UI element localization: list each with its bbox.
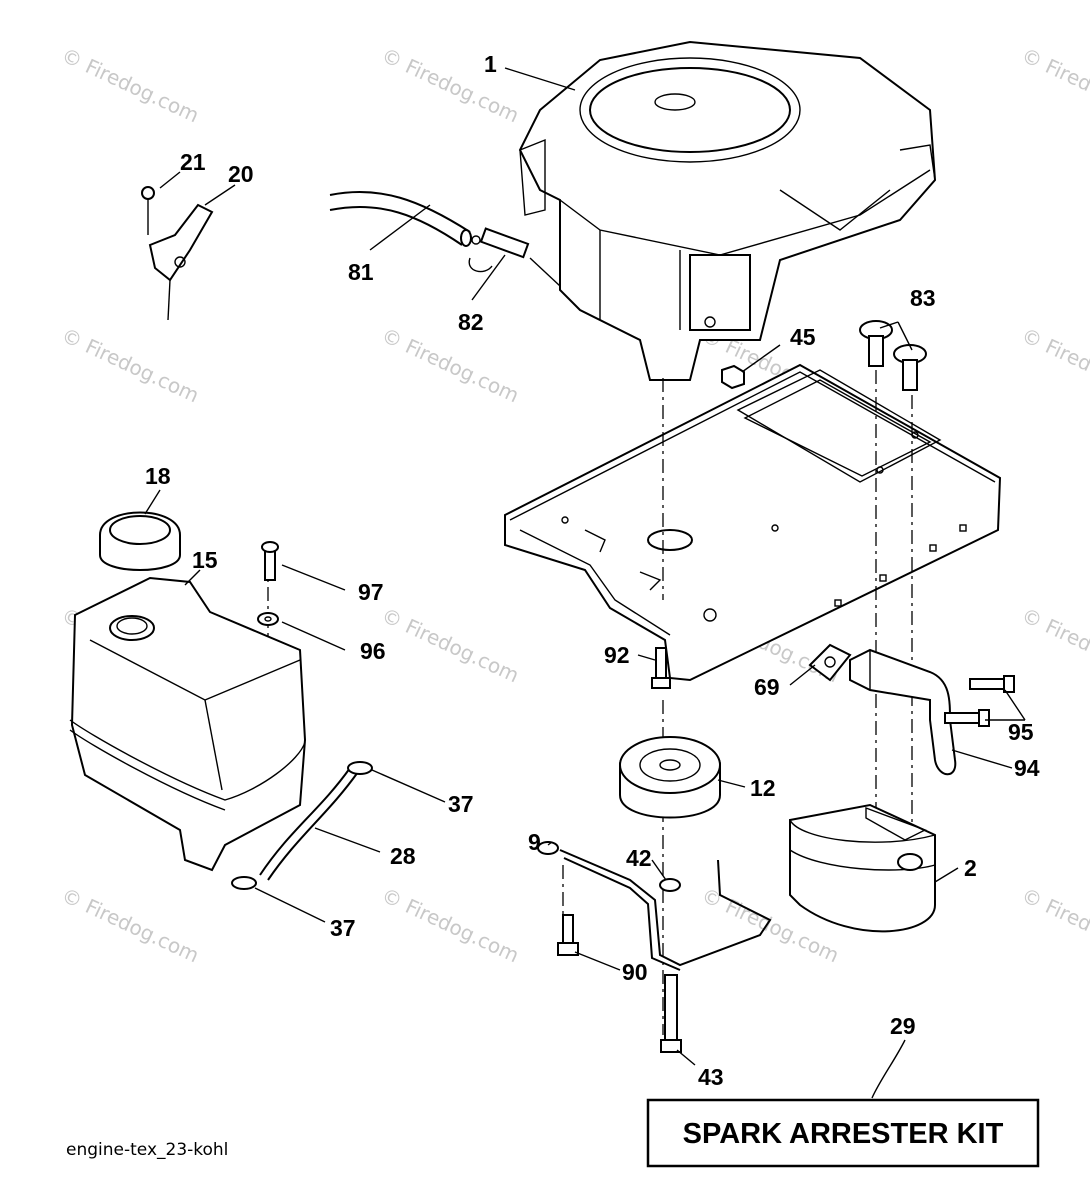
bolts-95 (944, 675, 1015, 727)
kit-label: SPARK ARRESTER KIT (683, 1118, 1004, 1150)
pulley-12 (619, 736, 721, 819)
callout-label: 28 (390, 843, 416, 869)
callout-label: 42 (626, 845, 652, 871)
callout-label: 29 (890, 1013, 916, 1039)
nut-45 (721, 364, 745, 390)
callout-label: 92 (604, 642, 630, 668)
callout-label: 37 (330, 915, 356, 941)
watermark: © Firedog.com (378, 603, 523, 688)
knobs-83 (859, 320, 927, 391)
gasket-69 (808, 643, 852, 682)
bolt-90 (557, 914, 579, 956)
callout-label: 95 (1008, 719, 1034, 745)
callout-label: 1 (484, 51, 497, 77)
callout-label: 82 (458, 309, 484, 335)
watermark: © Firedog.com (1018, 883, 1090, 968)
callout-label: 15 (192, 547, 218, 573)
fuel-hose-28 (259, 767, 359, 881)
fuel-line-81 (329, 190, 472, 247)
watermark: © Firedog.com (1018, 323, 1090, 408)
callout-label: 97 (358, 579, 384, 605)
callout-label: 12 (750, 775, 776, 801)
fuel-cap-18 (99, 511, 181, 571)
callout-label: 2 (964, 855, 977, 881)
bolt-92 (651, 647, 671, 689)
watermark: © Firedog.com (58, 883, 203, 968)
frame-plate (504, 363, 1002, 682)
watermark: © Firedog.com (1018, 603, 1090, 688)
callout-label: 37 (448, 791, 474, 817)
callout-label: 21 (180, 149, 206, 175)
callouts: 1 21 20 81 82 83 45 18 15 97 96 92 69 95… (145, 51, 1040, 1090)
watermark: © Firedog.com (1018, 43, 1090, 128)
fitting-82 (468, 227, 561, 287)
callout-label: 20 (228, 161, 254, 187)
brace-rod-9 (537, 841, 772, 971)
throttle-bracket (141, 186, 214, 321)
callout-label: 96 (360, 638, 386, 664)
callout-label: 69 (754, 674, 780, 700)
spark-arrester-kit: SPARK ARRESTER KIT (646, 1098, 1040, 1168)
callout-label: 9 (528, 829, 541, 855)
bolt-43 (660, 974, 682, 1053)
hose-clamp-37 (231, 761, 373, 890)
watermark: © Firedog.com (378, 323, 523, 408)
muffler-2 (789, 803, 936, 933)
watermark: © Firedog.com (58, 43, 203, 128)
callout-label: 90 (622, 959, 648, 985)
watermark: © Firedog.com (378, 883, 523, 968)
callout-label: 18 (145, 463, 171, 489)
screw-97 (261, 541, 279, 581)
fuel-tank-15 (69, 576, 307, 872)
engine (518, 40, 937, 381)
callout-label: 45 (790, 324, 816, 350)
callout-label: 43 (698, 1064, 724, 1090)
watermark: © Firedog.com (378, 43, 523, 128)
leader-lines (144, 67, 1026, 1099)
callout-label: 81 (348, 259, 374, 285)
callout-label: 83 (910, 285, 936, 311)
exhaust-pipe-94 (849, 648, 957, 776)
watermark: © Firedog.com (58, 323, 203, 408)
callout-label: 94 (1014, 755, 1040, 781)
diagram-reference: engine-tex_23-kohl (66, 1140, 228, 1160)
washer-96 (257, 612, 279, 626)
